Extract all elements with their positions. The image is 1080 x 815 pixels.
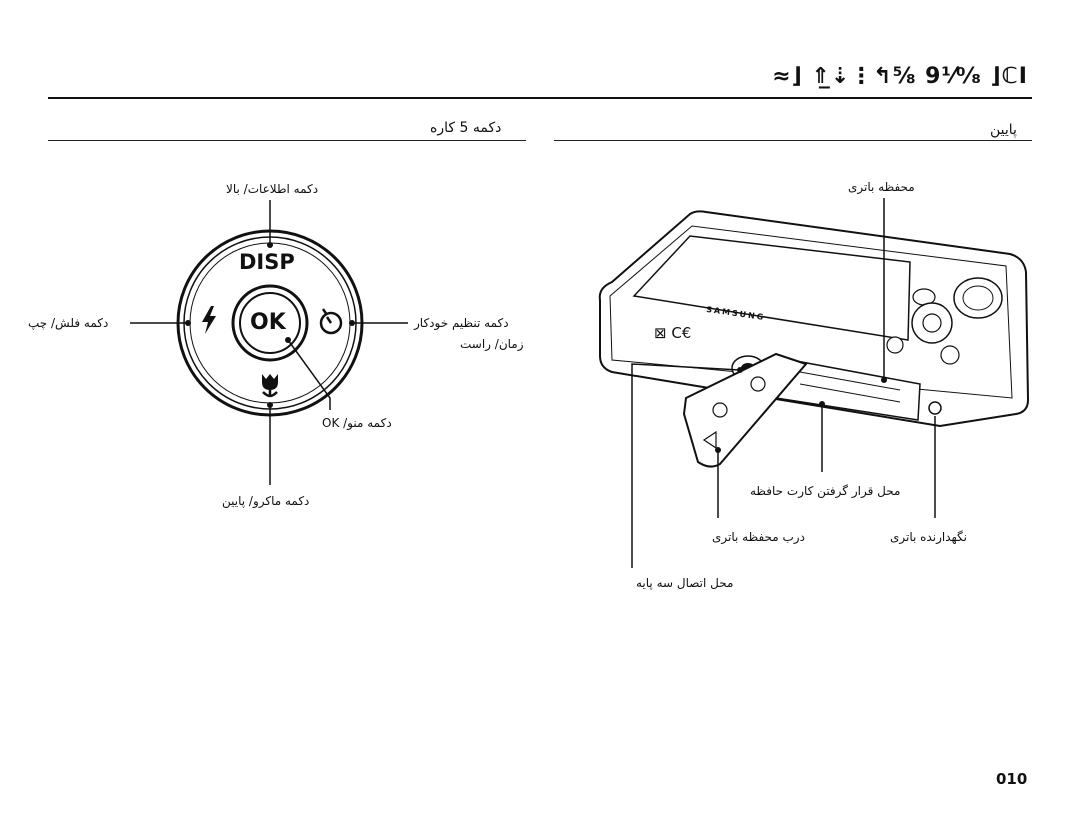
ok-label: OK [250,310,286,335]
disp-label: DISP [239,250,295,274]
right-section-rule [554,140,1032,141]
label-macro-down: دکمه ماکرو/ پایین [222,494,310,508]
fn-button-icon [940,345,960,365]
label-timer-right-1: دکمه تنظیم خودکار [414,316,509,330]
flash-icon [202,306,216,334]
camera-screen [632,235,911,341]
page-number: 010 [996,770,1028,788]
label-timer-right-2: زمان/ راست [460,337,524,351]
left-section-title: دکمه 5 کاره [430,120,502,136]
play-button-icon [886,336,904,354]
left-section-rule [48,140,526,141]
svg-text:⊠ C€: ⊠ C€ [654,324,691,342]
label-flash-left: دکمه فلش/ چپ [28,316,109,330]
header-rule [48,97,1032,99]
macro-icon [262,374,278,398]
ok-button-inner [239,292,301,354]
self-timer-icon [319,308,343,335]
label-menu-ok: دکمه منو/ OK [322,416,392,430]
label-disp-up: دکمه اطلاعات/ بالا [226,182,319,196]
page-header-title: ≈⌋ ⇑̲⇣⋮↰⅝ 9⅟⁰⁄₈ ⌋ℂI [772,64,1028,89]
label-battery-cover: درب محفظه باتری [712,530,805,544]
battery-door [682,352,808,468]
mode-dial-icon [953,277,1003,319]
label-card-slot: محل قرار گرفتن کارت حافظه [750,484,901,498]
battery-lock-icon [928,401,942,415]
label-tripod-mount: محل اتصال سه پایه [636,576,734,590]
label-battery-lock: نگهدارنده باتری [890,530,968,544]
label-battery-holder: محفظه باتری [848,180,915,194]
right-section-title: پایین [990,122,1017,138]
